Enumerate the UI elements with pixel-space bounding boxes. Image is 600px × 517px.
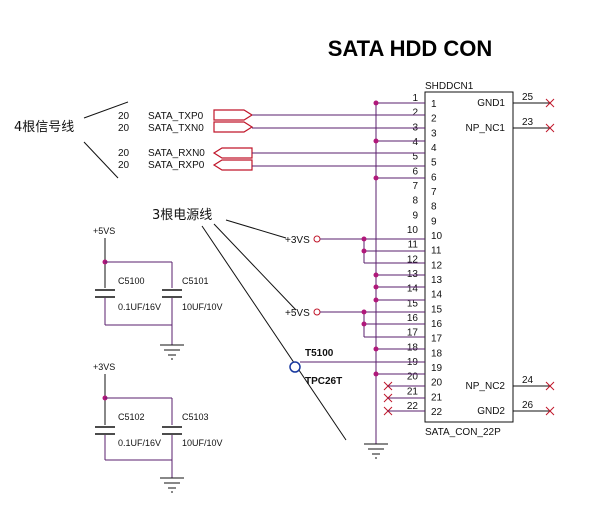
pin-number-inner: 3 bbox=[431, 128, 437, 139]
cap-c5103-value: 10UF/10V bbox=[182, 438, 223, 448]
pin-number-outer: 10 bbox=[407, 225, 419, 236]
signal-name-rxn0: SATA_RXN0 bbox=[148, 148, 205, 159]
pin-number-inner: 7 bbox=[431, 187, 437, 198]
pin-number-inner: 19 bbox=[431, 363, 443, 374]
pin-number-outer: 8 bbox=[412, 196, 418, 207]
pin-number-outer: 7 bbox=[412, 181, 418, 192]
pin-number-inner: 21 bbox=[431, 392, 443, 403]
pin-number-inner: 22 bbox=[431, 407, 443, 418]
pin-number-outer: 18 bbox=[407, 342, 419, 353]
pin-number-inner: 5 bbox=[431, 158, 437, 169]
pin-number-inner: 4 bbox=[431, 143, 437, 154]
pin-number-inner: 17 bbox=[431, 334, 443, 345]
signal-ports: 20 SATA_TXP0 20 SATA_TXN0 20 SATA_RXN0 2… bbox=[118, 109, 425, 171]
pin-number-outer: 17 bbox=[407, 328, 419, 339]
pin-number-outer: 22 bbox=[407, 401, 419, 412]
signal-page-txp0: 20 bbox=[118, 111, 130, 122]
pin-number-26: 26 bbox=[522, 400, 534, 411]
pin-number-24: 24 bbox=[522, 375, 534, 386]
cap-c5101-value: 10UF/10V bbox=[182, 302, 223, 312]
schematic-title: SATA HDD CON bbox=[328, 36, 493, 61]
cap-c5103-ref: C5103 bbox=[182, 412, 209, 422]
annotation-signal-lines: 4根信号线 bbox=[14, 120, 74, 135]
signal-page-rxn0: 20 bbox=[118, 148, 130, 159]
pin-number-outer: 11 bbox=[408, 240, 419, 251]
pin-number-outer: 2 bbox=[412, 108, 418, 119]
pin-number-outer: 20 bbox=[407, 372, 419, 383]
pin-number-outer: 12 bbox=[407, 254, 419, 265]
pin-number-outer: 4 bbox=[412, 137, 418, 148]
pin-number-inner: 16 bbox=[431, 319, 443, 330]
pin-label-gnd2: GND2 bbox=[477, 406, 505, 417]
pin-number-outer: 9 bbox=[412, 210, 418, 221]
pin-number-outer: 14 bbox=[407, 284, 419, 295]
pin-label-np-nc1: NP_NC1 bbox=[466, 123, 506, 134]
connector-part: SATA_CON_22P bbox=[425, 427, 501, 438]
port-rxn0 bbox=[212, 147, 253, 159]
signal-name-txp0: SATA_TXP0 bbox=[148, 111, 204, 122]
rail-3vs: +3VS bbox=[285, 235, 425, 264]
pin-number-inner: 20 bbox=[431, 378, 443, 389]
pin-number-inner: 8 bbox=[431, 202, 437, 213]
pin-number-outer: 15 bbox=[407, 298, 419, 309]
pin-number-inner: 9 bbox=[431, 216, 437, 227]
port-rxp0 bbox=[212, 159, 253, 171]
pin-number-inner: 11 bbox=[431, 246, 442, 257]
pin-number-inner: 14 bbox=[431, 290, 443, 301]
caps-3vs-rail: +3VS bbox=[93, 362, 115, 372]
testpoint-ref: T5100 bbox=[305, 348, 334, 359]
pin-number-inner: 2 bbox=[431, 114, 437, 125]
pin-number-outer: 21 bbox=[407, 386, 419, 397]
caps-5vs-rail: +5VS bbox=[93, 226, 115, 236]
pin-number-outer: 16 bbox=[407, 313, 419, 324]
cap-c5100-ref: C5100 bbox=[118, 276, 145, 286]
cap-c5102-value: 0.1UF/16V bbox=[118, 438, 161, 448]
rail-5vs-label: +5VS bbox=[285, 308, 310, 319]
pin-number-inner: 12 bbox=[431, 260, 443, 271]
rail-3vs-label: +3VS bbox=[285, 235, 310, 246]
connector-right-pins: GND1 25 NP_NC1 23 NP_NC2 24 GND2 26 bbox=[466, 92, 555, 417]
testpoint-part: TPC26T bbox=[305, 376, 342, 387]
nc-pins bbox=[383, 381, 425, 416]
pin-label-gnd1: GND1 bbox=[477, 98, 505, 109]
pin-number-inner: 15 bbox=[431, 304, 443, 315]
cap-c5100-value: 0.1UF/16V bbox=[118, 302, 161, 312]
port-txn0 bbox=[213, 121, 254, 133]
pin-number-outer: 1 bbox=[412, 93, 418, 104]
pin-label-np-nc2: NP_NC2 bbox=[466, 381, 506, 392]
connector-body bbox=[424, 91, 514, 423]
pin-number-inner: 1 bbox=[431, 99, 437, 110]
signal-page-txn0: 20 bbox=[118, 123, 130, 134]
junction-dots bbox=[361, 100, 379, 377]
pin-number-23: 23 bbox=[522, 117, 534, 128]
pin-number-inner: 13 bbox=[431, 275, 443, 286]
port-txp0 bbox=[213, 109, 254, 121]
pin-number-25: 25 bbox=[522, 92, 534, 103]
annotation-power-lines: 3根电源线 bbox=[152, 208, 212, 223]
pin-number-outer: 6 bbox=[412, 166, 418, 177]
caps-3vs: +3VS C5102 0.1UF/16V C5103 10UF/10V bbox=[93, 362, 223, 493]
signal-page-rxp0: 20 bbox=[118, 160, 130, 171]
signal-name-rxp0: SATA_RXP0 bbox=[148, 160, 205, 171]
connector-ref: SHDDCN1 bbox=[425, 81, 474, 92]
testpoint: T5100 TPC26T bbox=[289, 348, 425, 387]
cap-c5102-ref: C5102 bbox=[118, 412, 145, 422]
signal-name-txn0: SATA_TXN0 bbox=[148, 123, 204, 134]
rail-5vs: +5VS bbox=[285, 308, 425, 338]
pin-number-inner: 10 bbox=[431, 231, 443, 242]
ground-stubs bbox=[376, 274, 425, 375]
pin-number-outer: 5 bbox=[412, 152, 418, 163]
pin-number-inner: 6 bbox=[431, 172, 437, 183]
cap-c5101-ref: C5101 bbox=[182, 276, 209, 286]
annotations: 4根信号线 3根电源线 bbox=[14, 101, 347, 441]
pin-number-inner: 18 bbox=[431, 348, 443, 359]
caps-5vs: +5VS C5100 0.1UF/16V C5101 10UF/10V bbox=[93, 226, 223, 360]
